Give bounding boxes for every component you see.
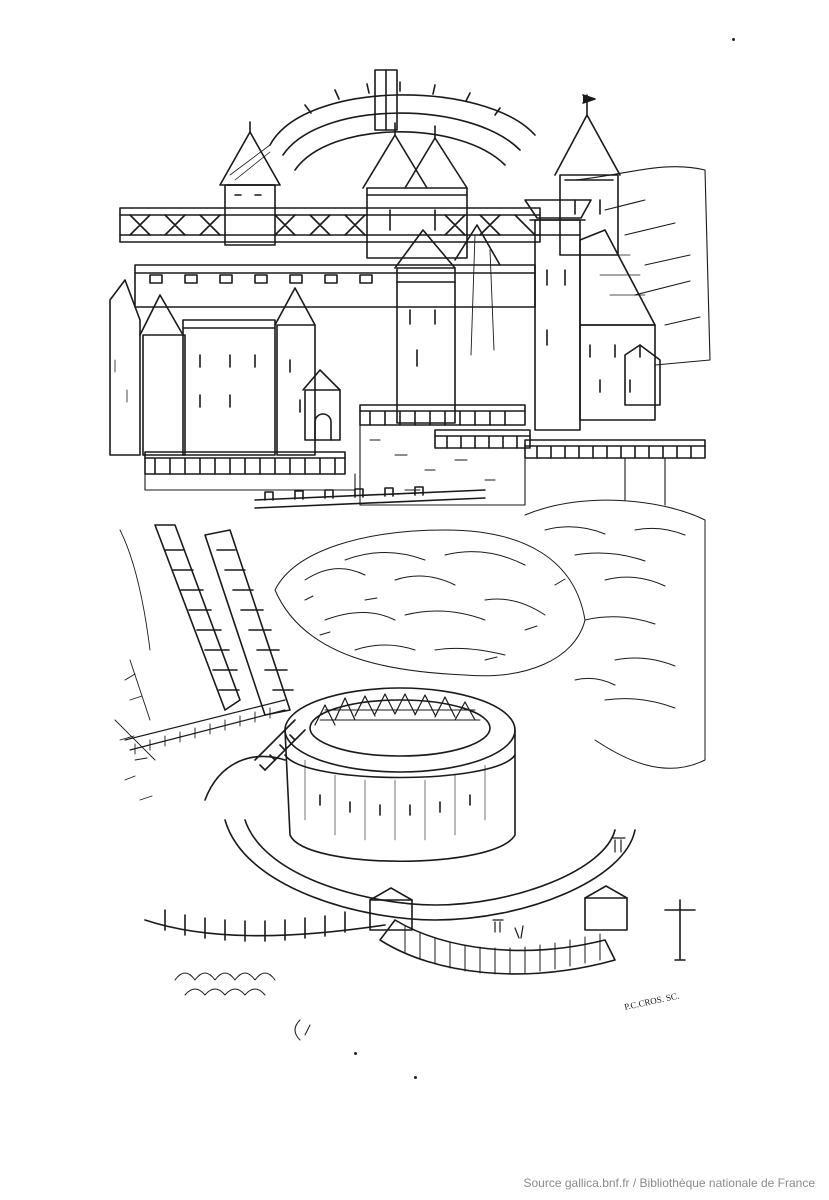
- right-cone-tower: [554, 94, 621, 256]
- foreground-bushes: [174, 972, 311, 1041]
- source-credit: Source gallica.bnf.fr / Bibliothèque nat…: [523, 1176, 815, 1190]
- background-hill: [574, 166, 711, 366]
- left-cone-tower: [219, 121, 281, 246]
- gate-house: [302, 369, 341, 441]
- scan-speck: [354, 1052, 357, 1055]
- engraver-signature: P.C.CROS. SC.: [623, 991, 680, 1012]
- lower-gates: [369, 885, 696, 961]
- right-wing: [579, 229, 661, 421]
- middle-curtain: [134, 264, 536, 308]
- lower-gallery: [144, 404, 706, 475]
- rocky-mound: [274, 529, 586, 677]
- left-slope-hatching: [114, 529, 286, 801]
- scan-speck: [732, 38, 735, 41]
- right-slopes: [524, 499, 706, 769]
- access-stair: [254, 719, 306, 771]
- left-ramparts: [154, 486, 486, 716]
- central-twin-tower: [362, 122, 468, 259]
- round-tower: [284, 687, 516, 862]
- scan-speck: [414, 1076, 417, 1079]
- figures: [492, 837, 626, 939]
- palisade: [144, 909, 616, 975]
- base-wall: [144, 424, 666, 506]
- castle-engraving: P.C.CROS. SC.: [109, 69, 711, 1041]
- moat-ring: [204, 755, 636, 921]
- arched-wall: [269, 69, 536, 171]
